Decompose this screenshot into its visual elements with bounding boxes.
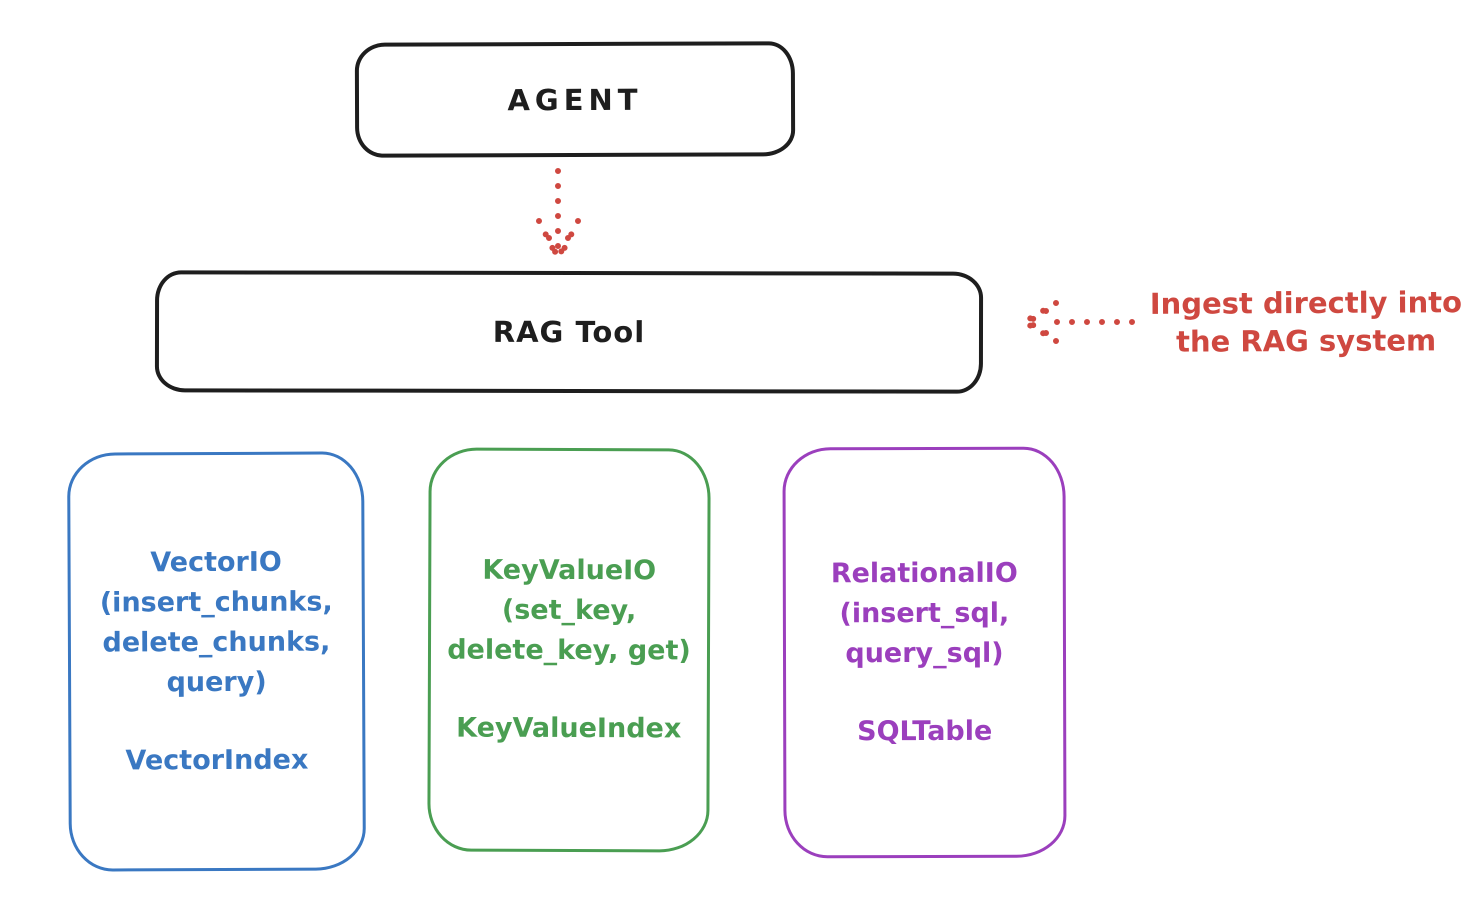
- vector-io-node: VectorIO (insert_chunks, delete_chunks, …: [67, 451, 366, 872]
- ingest-arrow: [1023, 300, 1135, 344]
- keyvalue-io-methods: KeyValueIO (set_key, delete_key, get): [447, 554, 691, 667]
- rag-tool-label: RAG Tool: [492, 314, 646, 350]
- relational-io-node: RelationalIO (insert_sql, query_sql) SQL…: [782, 446, 1067, 859]
- agent-label: AGENT: [507, 82, 643, 117]
- vector-io-methods: VectorIO (insert_chunks, delete_chunks, …: [99, 546, 333, 698]
- ingest-annotation: Ingest directly into the RAG system: [1149, 285, 1463, 359]
- keyvalue-io-node: KeyValueIO (set_key, delete_key, get) Ke…: [427, 447, 711, 853]
- agent-node: AGENT: [354, 41, 796, 158]
- rag-tool-node: RAG Tool: [154, 270, 984, 394]
- relational-io-methods: RelationalIO (insert_sql, query_sql): [830, 557, 1018, 669]
- keyvalue-index-label: KeyValueIndex: [456, 712, 682, 745]
- vector-index-label: VectorIndex: [125, 744, 309, 776]
- sql-table-label: SQLTable: [857, 715, 993, 747]
- agent-to-ragtool-arrow: [536, 168, 581, 259]
